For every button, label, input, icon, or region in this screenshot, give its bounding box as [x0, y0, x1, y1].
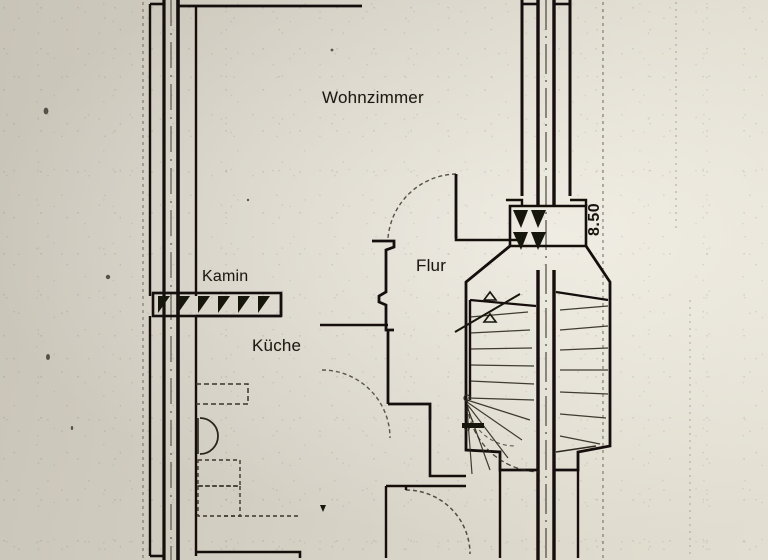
left-exterior-wall: [162, 0, 180, 560]
dimension-label-right: 8.50: [586, 202, 603, 236]
kitchen-sink: [199, 417, 219, 455]
kitchen-cabinet-1: [197, 459, 241, 487]
kitchen-bottom-wall: [196, 550, 302, 558]
room-label-kamin: Kamin: [202, 268, 249, 285]
kitchen-fitting-mark: [320, 505, 326, 512]
door-swing-bottom: [404, 486, 471, 555]
room-label-kueche: Küche: [252, 336, 302, 355]
winder-staircase: [454, 290, 609, 475]
door-swing-kitchen-hall: [321, 369, 391, 439]
hall-lower-walls: [386, 330, 466, 478]
left-wall-returns: [148, 2, 198, 558]
fireplace-kamin: [151, 291, 283, 318]
room-label-flur: Flur: [416, 256, 447, 275]
ink-specks: [43, 48, 334, 430]
kitchen-fixtures: [196, 383, 326, 517]
stair-break-symbols: [454, 290, 521, 333]
right-party-wall: [520, 0, 572, 560]
hall-wall-stub: [372, 239, 396, 332]
room-label-wohnzimmer: Wohnzimmer: [322, 88, 424, 107]
kitchen-counter-upper: [196, 383, 249, 405]
door-swing-living-hall: [387, 173, 458, 239]
kitchen-cabinet-2: [197, 485, 241, 517]
hall-upper-wall: [454, 174, 522, 242]
